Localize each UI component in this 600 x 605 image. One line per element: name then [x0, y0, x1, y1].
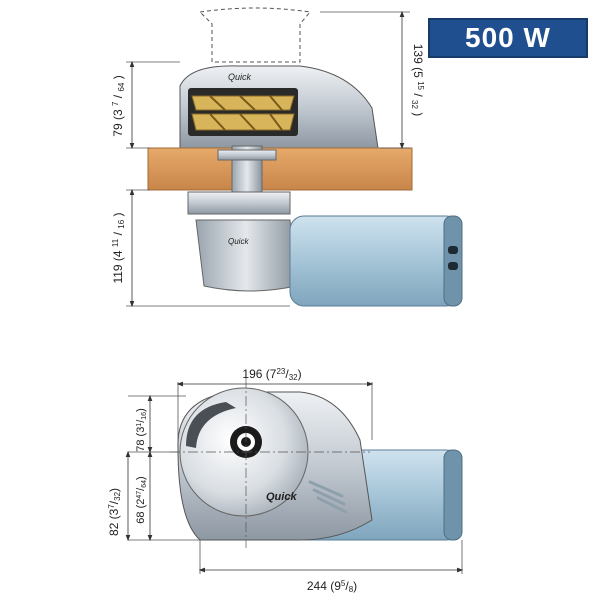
- side-view: Quick Quick 139 (5 15: [107, 7, 463, 308]
- brand-mark-plan: Quick: [266, 491, 297, 503]
- deck-board: [147, 147, 413, 191]
- gypsy-chain-wheel: [188, 88, 298, 136]
- dim-height-82: 82 (37/32): [107, 488, 122, 536]
- power-label: 500 W: [465, 22, 551, 53]
- dim-height-above-deck: 79 (3 7 / 64 ): [107, 75, 127, 136]
- dim-height-68: 68 (247/64): [135, 476, 148, 523]
- dim-height-below-deck: 119 (4 11 / 16 ): [107, 212, 127, 283]
- dim-width-top: 196 (723/32): [242, 367, 301, 382]
- brand-mark-top: Quick: [228, 72, 252, 82]
- dim-height-78: 78 (31/16): [135, 408, 148, 452]
- brand-mark-gearbox: Quick: [228, 237, 249, 246]
- plan-view: Quick 196 (723/32) 244 (95/8) 78 (31/16): [107, 367, 464, 594]
- electric-motor-side: [289, 215, 463, 307]
- dim-height-total: 139 (5 15 / 32 ): [409, 44, 429, 117]
- gearbox-body: [195, 219, 297, 292]
- chain-guide: [186, 402, 236, 448]
- power-badge: 500 W: [428, 18, 588, 58]
- capstan-dashed-outline: [198, 7, 311, 63]
- dim-width-total: 244 (95/8): [307, 579, 357, 594]
- gearbox-flange: [187, 191, 291, 215]
